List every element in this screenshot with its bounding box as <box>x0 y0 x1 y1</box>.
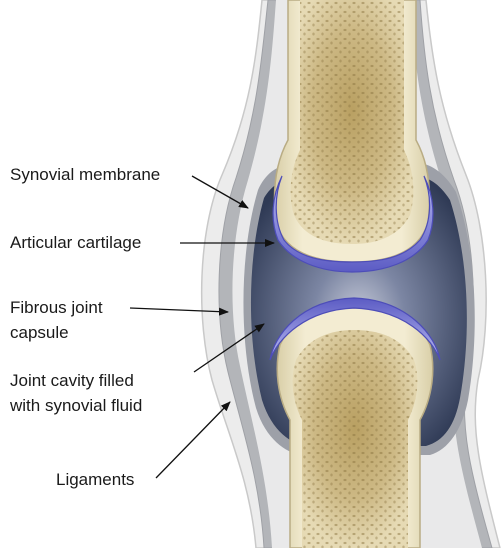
label-fibrous-capsule-line1: Fibrous joint <box>10 296 103 320</box>
label-joint-cavity-line1: Joint cavity filled <box>10 369 134 393</box>
label-joint-cavity-line2: with synovial fluid <box>10 394 142 418</box>
upper-spongy-texture <box>291 0 414 244</box>
label-articular-cartilage: Articular cartilage <box>10 231 141 255</box>
pointer-ligaments <box>156 402 230 478</box>
label-ligaments: Ligaments <box>56 468 134 492</box>
label-synovial-membrane: Synovial membrane <box>10 163 160 187</box>
label-fibrous-capsule-line2: capsule <box>10 321 69 345</box>
lower-spongy-texture <box>293 330 418 548</box>
